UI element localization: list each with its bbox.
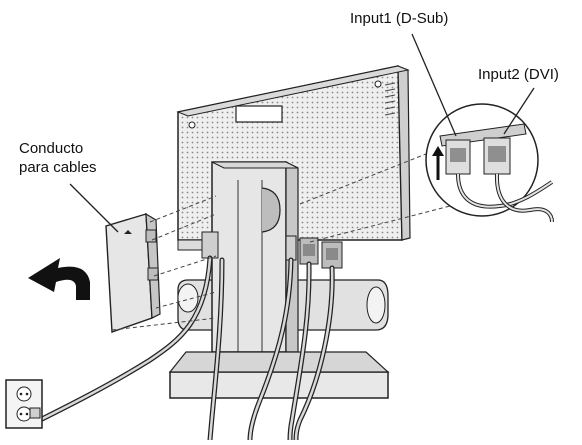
power-outlet xyxy=(6,380,42,428)
input2-label: Input2 (DVI) xyxy=(478,66,559,84)
input1-label: Input1 (D-Sub) xyxy=(350,10,448,28)
monitor-base xyxy=(170,352,388,398)
cable-duct-label-line2: para cables xyxy=(19,159,97,177)
cable-duct-cover xyxy=(106,214,160,332)
cable-duct-label-line1: Conducto xyxy=(19,140,83,158)
connector-zoom-detail xyxy=(426,104,552,222)
removal-arrow xyxy=(28,258,90,300)
